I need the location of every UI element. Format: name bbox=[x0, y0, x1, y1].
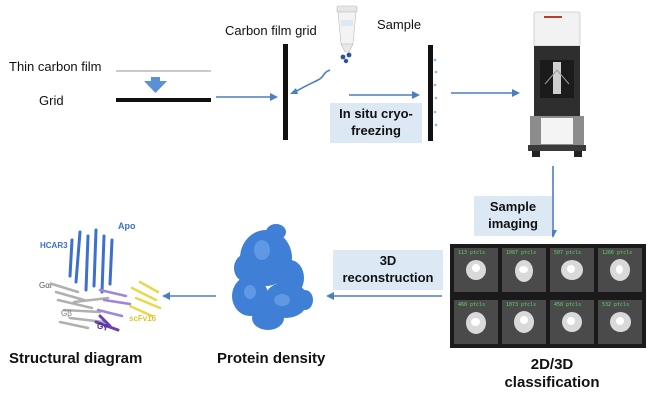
gy-label: Gγ bbox=[97, 322, 108, 331]
protein-density-image bbox=[232, 224, 313, 330]
pipette-icon bbox=[336, 5, 358, 64]
down-arrow bbox=[144, 77, 167, 93]
scfv16-label: scFv16 bbox=[129, 314, 157, 323]
classification-label: 2D/3D classification bbox=[504, 356, 600, 391]
hcar3-label: HCAR3 bbox=[40, 241, 68, 250]
class-cell: 460 ptcls bbox=[454, 300, 498, 344]
gai-label: Gαi bbox=[39, 281, 52, 290]
step-sample-imaging: Sample imaging bbox=[474, 196, 552, 236]
sample-droplets bbox=[433, 58, 438, 127]
structural-diagram-label: Structural diagram bbox=[9, 350, 143, 367]
sample-grid bbox=[428, 45, 433, 141]
step-3d-reconstruction: 3D reconstruction bbox=[333, 250, 443, 290]
carbon-film-grid-label: Carbon film grid bbox=[225, 23, 317, 38]
class-cell: 507 ptcls bbox=[550, 248, 594, 292]
structure-ribbon-image bbox=[50, 228, 162, 332]
carbon-film-grid bbox=[283, 44, 288, 140]
protein-density-label: Protein density bbox=[217, 350, 326, 367]
class-cell: 1087 ptcls bbox=[502, 248, 546, 292]
class-cell: 1266 ptcls bbox=[598, 248, 642, 292]
tweezer-arrow bbox=[294, 69, 331, 93]
grid-bar bbox=[116, 98, 211, 102]
class-cell: 113 ptcls bbox=[454, 248, 498, 292]
thin-carbon-film-label: Thin carbon film bbox=[9, 59, 102, 74]
sample-label: Sample bbox=[377, 17, 422, 32]
step-in-situ-cryo-freezing: In situ cryo- freezing bbox=[330, 103, 422, 143]
class-averages-panel: 113 ptcls 1087 ptcls 507 ptcls 1266 ptcl… bbox=[450, 244, 646, 348]
apo-label: Apo bbox=[118, 221, 136, 231]
gb-label: Gβ bbox=[61, 309, 72, 318]
class-cell: 458 ptcls bbox=[550, 300, 594, 344]
class-cell: 1073 ptcls bbox=[502, 300, 546, 344]
class-cell: 532 ptcls bbox=[598, 300, 642, 344]
grid-label: Grid bbox=[39, 93, 64, 108]
microscope-icon bbox=[528, 11, 586, 157]
